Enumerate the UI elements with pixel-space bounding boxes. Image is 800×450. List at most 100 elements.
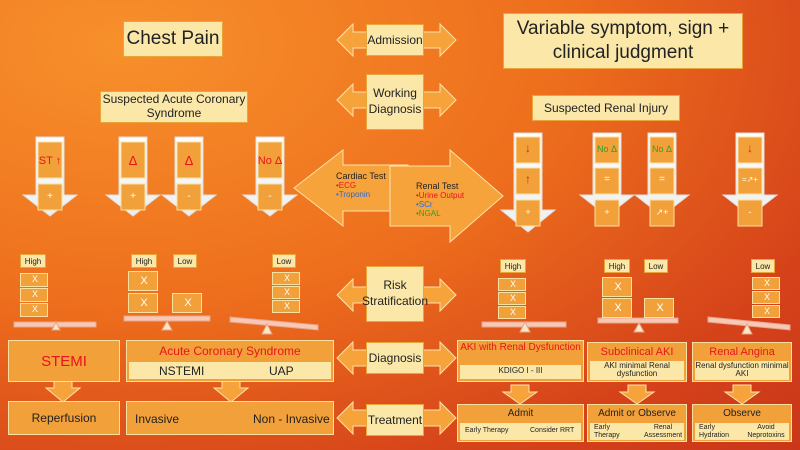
risk-block: X — [498, 292, 526, 305]
subclinical-sub: AKI minimal Renal dysfunction — [604, 361, 670, 379]
renal-arrow-3-top: No Δ — [651, 144, 673, 154]
seesaw-plank-3 — [229, 316, 319, 331]
renal-test-urine: •Urine Output — [416, 191, 465, 200]
cardiac-arrow-3-bottom: - — [187, 191, 191, 202]
risk-block: X — [602, 298, 632, 318]
admit-box: Admit Early Therapy Consider RRT — [457, 404, 584, 442]
stemi-box: STEMI — [8, 340, 120, 382]
subclinical-down-arrow — [618, 384, 656, 405]
renal-test-title: Renal Test — [416, 181, 459, 191]
risk-tag-high-1: High — [20, 254, 46, 268]
admission-text: Admission — [367, 33, 423, 47]
angina-box: Renal Angina Renal dysfunction minimal A… — [692, 342, 792, 382]
risk-block: X — [272, 300, 300, 313]
renal-arrow-2-top: No Δ — [596, 144, 618, 154]
admission-label: Admission — [366, 24, 424, 56]
working-diagnosis-label: Working Diagnosis — [366, 74, 424, 130]
non-invasive-text: Non - Invasive — [253, 412, 330, 426]
acs-box: Acute Coronary Syndrome NSTEMI UAP — [126, 340, 334, 382]
risk-tag-high-5: High — [604, 259, 630, 273]
treatment-text: Treatment — [367, 413, 423, 427]
renal-arrow-4-mid: =↗+ — [741, 175, 759, 184]
renal-test-ngal: •NGAL — [416, 209, 441, 218]
observe-box: Observe Early Hydration Avoid Neprotoxin… — [692, 404, 792, 442]
risk-block: X — [172, 293, 202, 313]
risk-tag-high-4: High — [500, 259, 526, 273]
renal-arrow-1-top: ↓ — [525, 141, 531, 155]
risk-block: X — [128, 293, 158, 313]
risk-block: X — [272, 286, 300, 299]
stemi-down-arrow — [44, 380, 82, 403]
acs-box-title: Acute Coronary Syndrome — [159, 344, 301, 358]
seesaw-plank-5 — [597, 317, 679, 324]
renal-test-scr: •SCr — [416, 200, 433, 209]
risk-block: X — [752, 277, 780, 290]
observe-right: Avoid Neprotoxins — [747, 424, 785, 439]
title-variable-symptom: Variable symptom, sign + clinical judgme… — [503, 13, 743, 69]
cardiac-arrow-1-top: ST ↑ — [38, 155, 62, 167]
renal-arrow-1-mid: ↑ — [525, 172, 531, 186]
acs-nstemi: NSTEMI — [159, 364, 205, 378]
renal-arrow-1-bottom: + — [525, 207, 531, 217]
aki-dx-title: AKI with Renal Dysfunction — [460, 342, 581, 353]
acs-header: Suspected Acute Coronary Syndrome — [100, 91, 248, 123]
title-chest-pain-text: Chest Pain — [126, 28, 220, 49]
admit-title: Admit — [507, 408, 534, 419]
invasive-box: Invasive Non - Invasive — [126, 401, 334, 435]
observe-sub-bg: Early Hydration Avoid Neprotoxins — [695, 423, 789, 440]
stemi-text: STEMI — [41, 352, 87, 370]
acs-down-arrow — [212, 380, 250, 403]
cardiac-test: Cardiac Test •ECG •Troponin — [336, 171, 396, 199]
aki-down-arrow — [501, 384, 539, 405]
acs-uap: UAP — [269, 364, 294, 378]
diagnosis-label: Diagnosis — [366, 342, 424, 374]
risk-tag-low-3: Low — [272, 254, 296, 268]
cardiac-arrow-4-bottom: - — [268, 191, 272, 202]
renal-test-arrow — [389, 148, 504, 244]
cardiac-arrow-4-top: No Δ — [257, 155, 283, 167]
admit-early-therapy: Early Therapy — [465, 427, 509, 434]
renal-arrow-3-bottom: ↗+ — [655, 207, 669, 217]
angina-down-arrow — [723, 384, 761, 405]
admit-observe-sub-bg: Early Therapy Renal Assessment — [590, 423, 684, 440]
cardiac-test-ecg: •ECG — [336, 181, 357, 190]
renal-arrow-4-top: ↓ — [747, 141, 753, 155]
cardiac-test-troponin: •Troponin — [336, 190, 371, 199]
admit-observe-right: Renal Assessment — [643, 424, 683, 439]
title-chest-pain: Chest Pain — [123, 21, 223, 57]
angina-sub: Renal dysfunction minimal AKI — [695, 361, 789, 379]
renal-arrow-2-mid: = — [604, 174, 610, 185]
cardiac-arrow-2-top: Δ — [128, 153, 138, 168]
admit-sub-bg: Early Therapy Consider RRT — [460, 423, 581, 440]
angina-sub-bg: Renal dysfunction minimal AKI — [695, 361, 789, 380]
title-variable-text: Variable symptom, sign + clinical judgme… — [516, 18, 730, 63]
risk-block: X — [20, 288, 48, 302]
renal-arrow-4-bottom: - — [748, 207, 752, 217]
risk-block: X — [752, 291, 780, 304]
risk-block: X — [498, 306, 526, 319]
observe-left: Early Hydration — [699, 424, 729, 439]
reperfusion-box: Reperfusion — [8, 401, 120, 435]
risk-tag-low-5: Low — [644, 259, 668, 273]
invasive-text: Invasive — [135, 412, 180, 426]
admit-observe-title: Admit or Observe — [598, 408, 676, 419]
risk-tag-high-2: High — [131, 254, 157, 268]
observe-title: Observe — [723, 408, 761, 419]
risk-block: X — [498, 278, 526, 291]
risk-block: X — [602, 277, 632, 297]
aki-dx-sub: KDIGO I - III — [498, 366, 543, 375]
acs-box-sub: NSTEMI UAP — [129, 362, 331, 379]
subclinical-title: Subclinical AKI — [600, 346, 674, 358]
risk-tag-low-2: Low — [173, 254, 197, 268]
risk-block: X — [752, 305, 780, 318]
renal-arrow-3-mid: = — [659, 174, 665, 185]
cardiac-arrow-2-bottom: + — [130, 191, 136, 202]
renal-arrow-2-bottom: + — [604, 207, 610, 217]
cardiac-arrow-1-bottom: + — [47, 191, 53, 202]
risk-stratification-text: Risk Stratification — [361, 278, 429, 308]
admit-observe-left: Early Therapy — [594, 424, 620, 439]
risk-block: X — [128, 271, 158, 291]
treatment-label: Treatment — [366, 404, 424, 436]
reperfusion-text: Reperfusion — [31, 411, 97, 425]
